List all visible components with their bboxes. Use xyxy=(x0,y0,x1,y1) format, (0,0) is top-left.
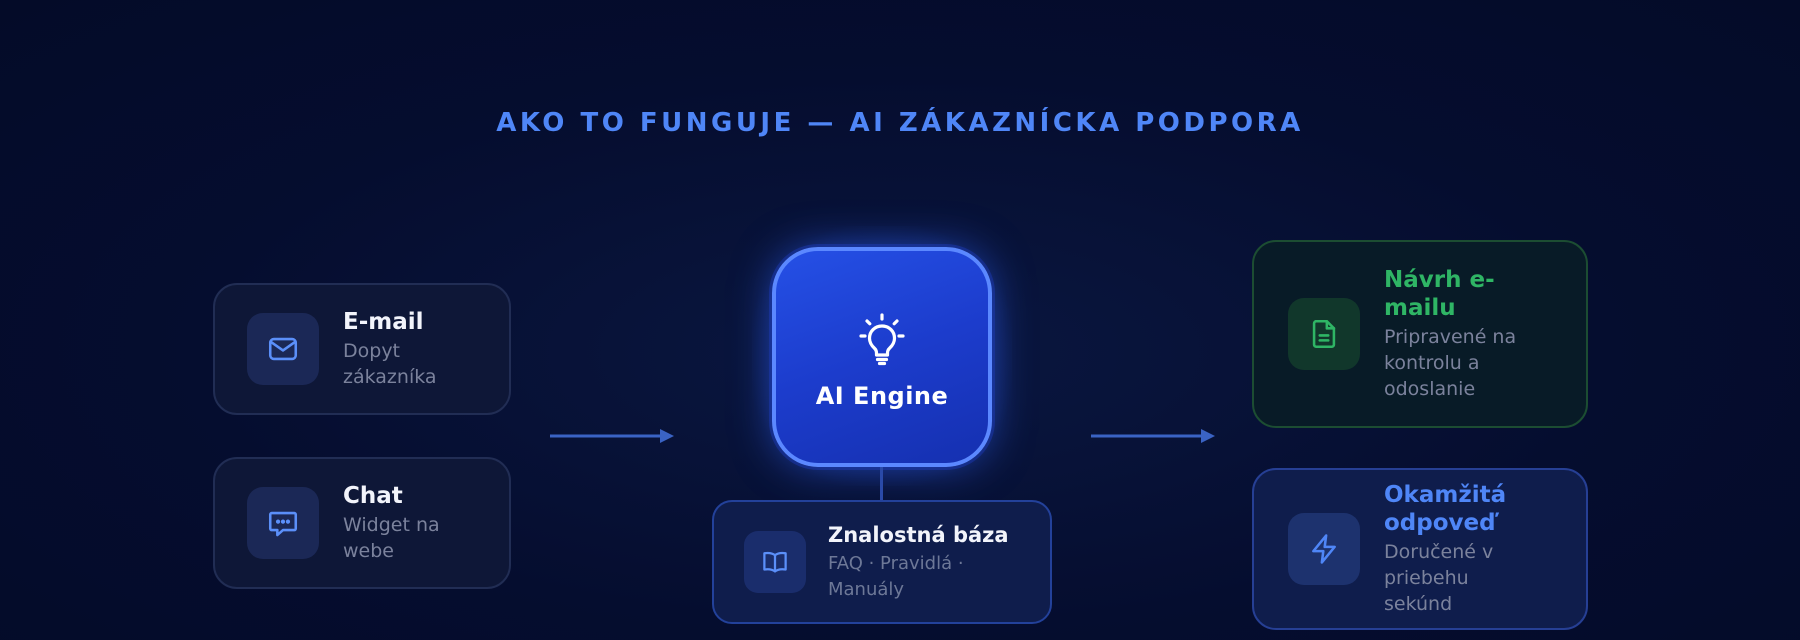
book-icon xyxy=(744,531,806,593)
chat-bubble-icon xyxy=(247,487,319,559)
input-subtitle: Dopyt zákazníka xyxy=(343,340,437,388)
engine-knowledge-connector xyxy=(880,467,883,501)
output-card-email-draft: Návrh e-mailu Pripravené na kontrolu a o… xyxy=(1252,240,1588,428)
input-card-chat: Chat Widget na webe xyxy=(213,457,511,589)
knowledge-base-subtitle: FAQ · Pravidlá · Manuály xyxy=(828,553,964,600)
diagram-title: AKO TO FUNGUJE — AI ZÁKAZNÍCKA PODPORA xyxy=(496,108,1304,138)
output-subtitle: Doručené v priebehu sekúnd xyxy=(1384,541,1494,615)
knowledge-base-title: Znalostná báza xyxy=(828,523,1009,547)
mail-icon xyxy=(247,313,319,385)
input-subtitle: Widget na webe xyxy=(343,514,440,562)
ai-engine-node: AI Engine xyxy=(772,247,992,467)
input-title: Chat xyxy=(343,483,403,509)
input-title: E-mail xyxy=(343,309,424,335)
lightning-icon xyxy=(1288,513,1360,585)
knowledge-base-card: Znalostná báza FAQ · Pravidlá · Manuály xyxy=(712,500,1052,624)
output-title: Okamžitá odpoveď xyxy=(1384,482,1507,536)
output-subtitle: Pripravené na kontrolu a odoslanie xyxy=(1384,326,1517,400)
lightbulb-icon xyxy=(859,313,905,366)
input-card-email: E-mail Dopyt zákazníka xyxy=(213,283,511,415)
flow-arrow-in xyxy=(550,429,674,443)
flow-arrow-out xyxy=(1091,429,1215,443)
output-card-instant-reply: Okamžitá odpoveď Doručené v priebehu sek… xyxy=(1252,468,1588,630)
document-icon xyxy=(1288,298,1360,370)
engine-label: AI Engine xyxy=(815,382,949,410)
output-title: Návrh e-mailu xyxy=(1384,267,1495,321)
